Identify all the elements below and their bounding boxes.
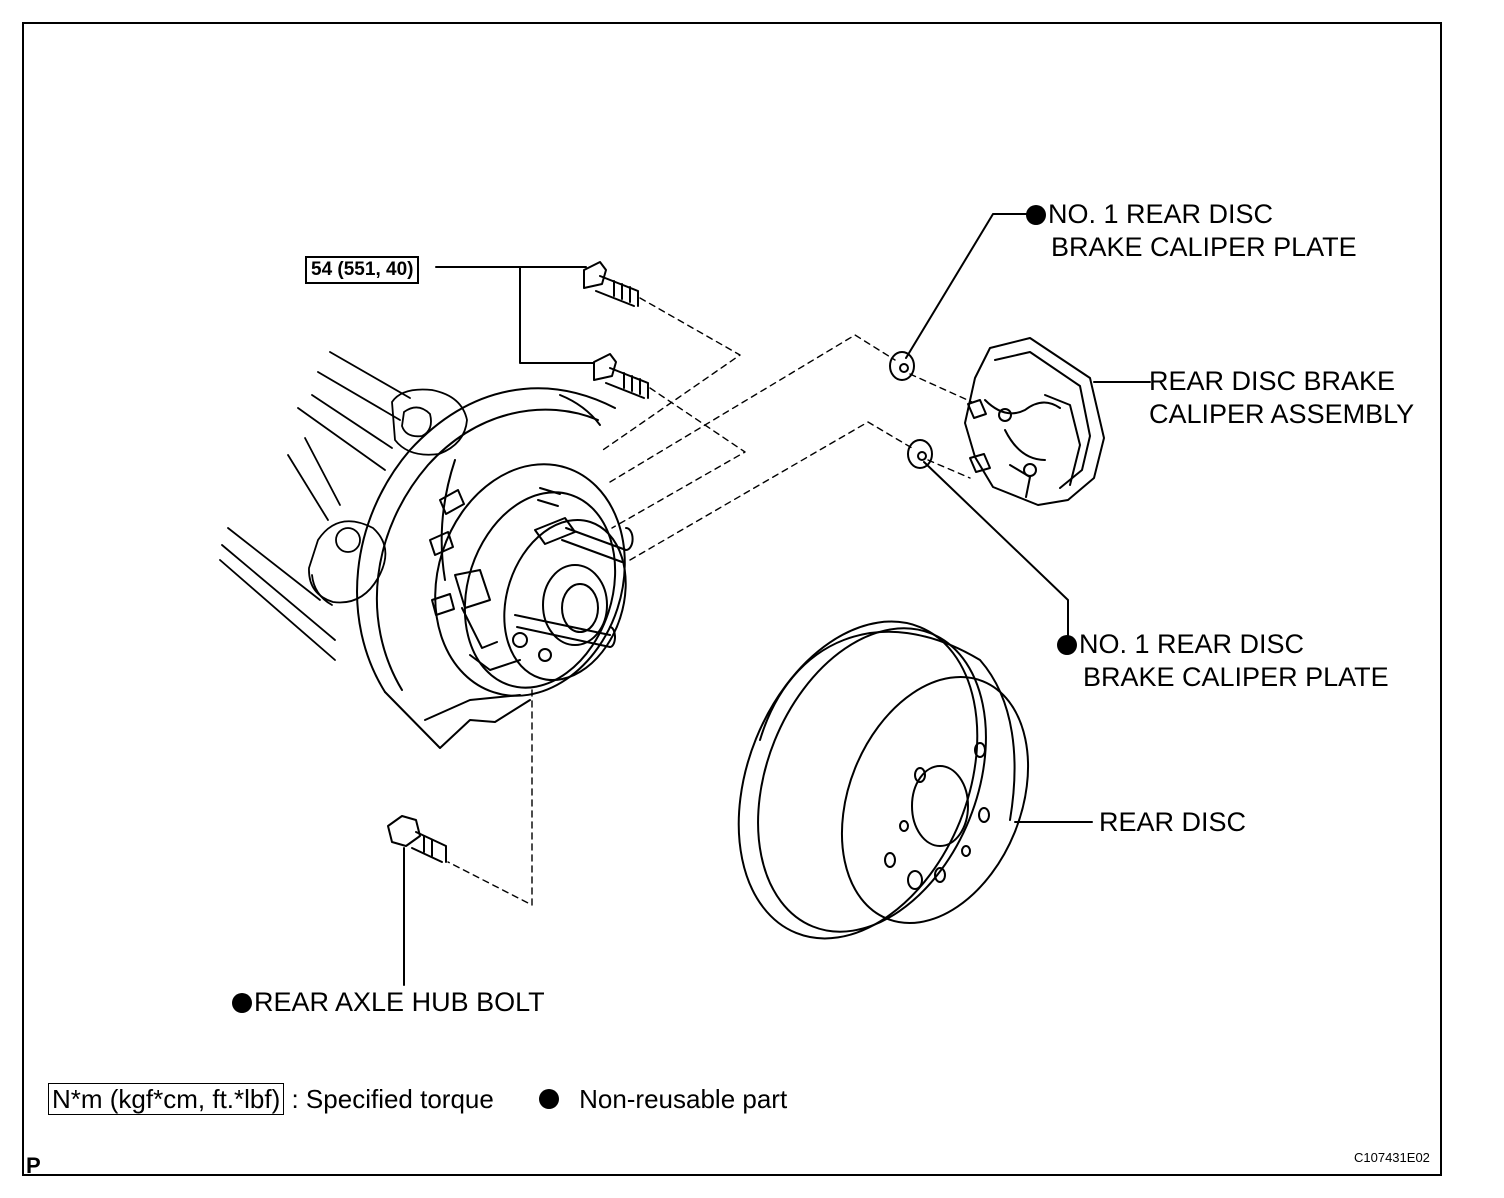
backing-plate bbox=[356, 387, 616, 749]
legend-torque-text: : Specified torque bbox=[291, 1084, 494, 1114]
label-caliper-assembly: REAR DISC BRAKE CALIPER ASSEMBLY bbox=[1149, 365, 1414, 431]
label-hub-bolt: REAR AXLE HUB BOLT bbox=[232, 986, 545, 1019]
non-reusable-bullet-icon bbox=[1057, 635, 1077, 655]
leader-lines bbox=[403, 213, 1151, 986]
caliper-plate-upper-part bbox=[889, 351, 915, 381]
label-line-2: BRAKE CALIPER PLATE bbox=[1051, 232, 1357, 262]
legend-nonreusable-text: Non-reusable part bbox=[579, 1084, 788, 1114]
legend-torque-unit: N*m (kgf*cm, ft.*lbf) bbox=[48, 1083, 285, 1115]
label-line-2: BRAKE CALIPER PLATE bbox=[1083, 662, 1389, 692]
caliper-assembly-part bbox=[964, 337, 1105, 506]
label-caliper-plate-lower: NO. 1 REAR DISC BRAKE CALIPER PLATE bbox=[1057, 628, 1389, 694]
torque-spec-box: 54 (551, 40) bbox=[305, 256, 420, 284]
torque-spec-value: 54 (551, 40) bbox=[311, 259, 414, 280]
label-caliper-plate-upper: NO. 1 REAR DISC BRAKE CALIPER PLATE bbox=[1026, 198, 1357, 264]
label-line-1: REAR DISC BRAKE bbox=[1149, 366, 1396, 396]
non-reusable-bullet-icon bbox=[1026, 205, 1046, 225]
label-line-2: CALIPER ASSEMBLY bbox=[1149, 399, 1415, 429]
mounting-bolt-upper bbox=[583, 261, 639, 307]
suspension-arms bbox=[219, 351, 468, 661]
label-line-1: NO. 1 REAR DISC bbox=[1048, 199, 1274, 229]
label-line-1: NO. 1 REAR DISC bbox=[1079, 629, 1305, 659]
assembly-guide-lines bbox=[447, 297, 973, 906]
diagram-frame bbox=[22, 22, 1442, 1176]
axle-hub bbox=[434, 463, 634, 697]
figure-id: C107431E02 bbox=[1354, 1150, 1430, 1165]
rear-disc-part bbox=[737, 620, 1030, 940]
non-reusable-bullet-icon bbox=[232, 993, 252, 1013]
caliper-plate-lower-part bbox=[907, 439, 933, 469]
label-hub-bolt-text: REAR AXLE HUB BOLT bbox=[254, 987, 545, 1017]
mounting-bolt-lower bbox=[593, 353, 649, 399]
non-reusable-bullet-icon bbox=[539, 1089, 560, 1109]
hub-bolt-part bbox=[387, 815, 447, 863]
legend: N*m (kgf*cm, ft.*lbf) : Specified torque… bbox=[48, 1083, 788, 1115]
label-rear-disc-text: REAR DISC bbox=[1099, 807, 1247, 837]
label-rear-disc: REAR DISC bbox=[1099, 806, 1246, 839]
corner-mark: P bbox=[26, 1153, 41, 1178]
